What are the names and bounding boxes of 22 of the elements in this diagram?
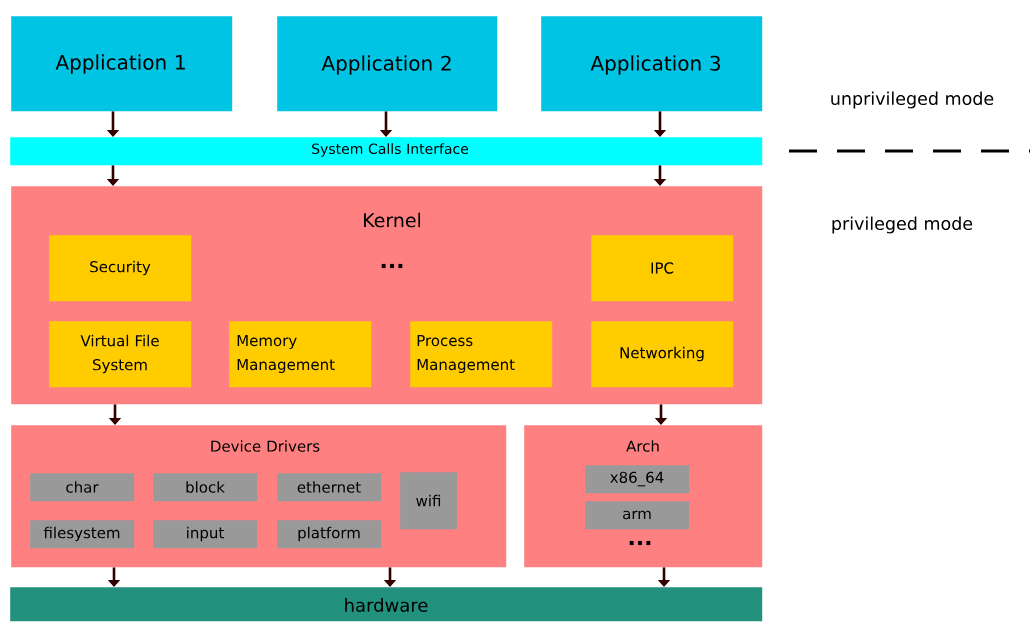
driver-box: filesystem (30, 520, 135, 549)
app-box: Application 1 (11, 16, 233, 112)
arch-box: x86_64 (585, 465, 690, 494)
module-box: Security (49, 235, 192, 302)
hardware-bar: hardware (10, 587, 763, 622)
driver-box: block (153, 473, 258, 502)
driver-box: ethernet (277, 473, 382, 502)
module-box: Process Management (410, 321, 553, 388)
app-box: Application 3 (541, 16, 763, 112)
mode-label: privileged mode (832, 216, 973, 234)
arch-box: arm (585, 501, 690, 530)
interface-bar: System Calls Interface (10, 137, 763, 166)
module-box: Virtual File System (49, 321, 192, 388)
app-box: Application 2 (277, 16, 498, 112)
driver-box: input (153, 520, 258, 549)
module-box: Networking (591, 321, 734, 388)
module-box: IPC (591, 235, 734, 302)
driver-box: char (30, 473, 135, 502)
driver-box: platform (277, 520, 382, 549)
module-box: Memory Management (229, 321, 372, 388)
driver-box: wifi (400, 472, 458, 530)
mode-label: unprivileged mode (831, 91, 994, 109)
